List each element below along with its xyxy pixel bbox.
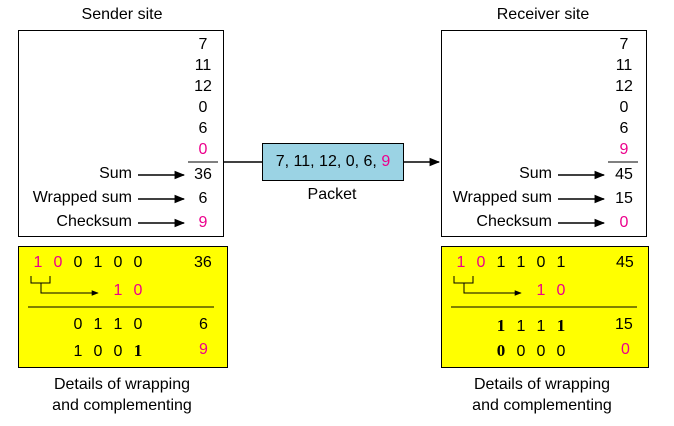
sender-sum-label: Sum (99, 165, 132, 182)
receiver-carry-arrow (463, 283, 522, 296)
receiver-sum-label: Sum (519, 165, 552, 182)
sender-number: 7 (198, 36, 208, 53)
receiver-number-checksum: 9 (619, 141, 629, 158)
sender-bit: 0 (113, 254, 123, 271)
sender-comp-bit: 0 (93, 343, 103, 360)
sender-caption-line1: Details of wrapping (53, 376, 191, 393)
receiver-wrapped-bit: 1 (536, 318, 546, 335)
sender-wrapped-bit: 1 (113, 316, 123, 333)
sender-wrapped-value: 6 (199, 316, 208, 333)
receiver-top-value: 45 (616, 254, 634, 271)
packet-label: Packet (307, 186, 357, 203)
receiver-calculation-box (441, 30, 647, 237)
receiver-number: 6 (619, 120, 629, 137)
receiver-wrapped-sum-value: 15 (615, 190, 633, 207)
receiver-sum-value: 45 (615, 166, 633, 183)
sender-bit: 0 (133, 254, 143, 271)
receiver-number: 12 (615, 78, 633, 95)
sender-bit: 1 (33, 254, 43, 271)
sender-sum-value: 36 (194, 166, 212, 183)
sender-carry-bit: 0 (133, 282, 143, 299)
sender-carry-bracket (30, 276, 51, 284)
sender-complement-value: 9 (199, 341, 208, 358)
sender-calculation-box (18, 30, 224, 237)
sender-wrapped-bit: 1 (93, 316, 103, 333)
receiver-numbers: 7 11 12 0 6 9 (609, 34, 639, 160)
receiver-comp-bit: 0 (556, 343, 566, 360)
receiver-number: 11 (615, 57, 633, 74)
receiver-number: 0 (619, 99, 629, 116)
receiver-comp-bit: 0 (496, 341, 506, 360)
packet-box: 7, 11, 12, 0, 6, 9 (262, 143, 404, 181)
sender-number: 12 (194, 78, 212, 95)
sender-carry-arrow (40, 283, 99, 296)
receiver-bit: 0 (536, 254, 546, 271)
sender-numbers: 7 11 12 0 6 0 (188, 34, 218, 160)
sender-bit: 0 (53, 254, 63, 271)
receiver-bit: 1 (556, 254, 566, 271)
sender-bit: 0 (73, 254, 83, 271)
receiver-caption-line1: Details of wrapping (473, 376, 611, 393)
sender-checksum-value: 9 (198, 214, 208, 231)
sender-wrapped-sum-value: 6 (198, 190, 208, 207)
packet-contents: 7, 11, 12, 0, 6, (275, 153, 382, 170)
packet-checksum: 9 (381, 153, 391, 170)
receiver-wrapped-bit: 1 (556, 316, 566, 335)
receiver-bit: 0 (476, 254, 486, 271)
receiver-checksum-label: Checksum (476, 213, 552, 230)
receiver-carry-bit: 1 (536, 282, 546, 299)
sender-number: 0 (198, 99, 208, 116)
sender-bit: 1 (93, 254, 103, 271)
sender-number-checksum-placeholder: 0 (198, 141, 208, 158)
receiver-wrapped-sum-label: Wrapped sum (452, 189, 552, 206)
sender-comp-bit: 0 (113, 343, 123, 360)
sender-wrapped-sum-label: Wrapped sum (32, 189, 132, 206)
receiver-checksum-value: 0 (619, 214, 629, 231)
receiver-wrapped-bit: 1 (516, 318, 526, 335)
receiver-wrapped-bit: 1 (496, 316, 506, 335)
sender-site-title: Sender site (81, 6, 163, 23)
receiver-bit: 1 (456, 254, 466, 271)
sender-number: 11 (194, 57, 212, 74)
sender-caption-line2: and complementing (52, 397, 192, 414)
receiver-details-caption: Details of wrapping and complementing (432, 374, 652, 416)
receiver-bit: 1 (496, 254, 506, 271)
receiver-caption-line2: and complementing (472, 397, 612, 414)
receiver-carry-bit: 0 (556, 282, 566, 299)
receiver-comp-bit: 0 (536, 343, 546, 360)
sender-wrapped-bit: 0 (133, 316, 143, 333)
sender-top-value: 36 (194, 254, 212, 271)
receiver-site-title: Receiver site (496, 6, 590, 23)
sender-number: 6 (198, 120, 208, 137)
receiver-wrapped-value: 15 (615, 316, 633, 333)
sender-carry-bit: 1 (113, 282, 123, 299)
receiver-carry-bracket (453, 276, 474, 284)
receiver-bit: 1 (516, 254, 526, 271)
sender-checksum-label: Checksum (56, 213, 132, 230)
receiver-complement-value: 0 (621, 341, 630, 358)
receiver-number: 7 (619, 36, 629, 53)
sender-comp-bit: 1 (133, 341, 143, 360)
receiver-comp-bit: 0 (516, 343, 526, 360)
sender-comp-bit: 1 (73, 343, 83, 360)
sender-wrapped-bit: 0 (73, 316, 83, 333)
sender-details-caption: Details of wrapping and complementing (12, 374, 232, 416)
